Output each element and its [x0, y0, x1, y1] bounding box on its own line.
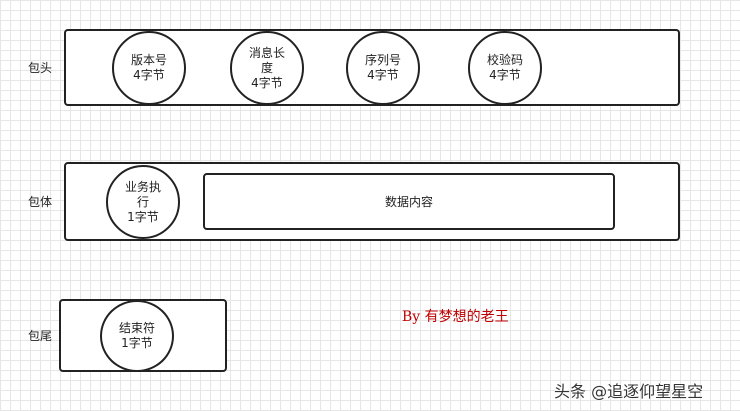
field-end-marker-name: 结束符	[118, 321, 155, 335]
field-sequence: 序列号 4字节	[346, 31, 420, 105]
field-version-name: 版本号	[130, 53, 167, 67]
field-message-length: 消息长 度 4字节	[230, 31, 304, 105]
field-business-name-2: 行	[136, 194, 149, 209]
field-business: 业务执 行 1字节	[106, 165, 180, 239]
watermark: 头条 @追逐仰望星空	[554, 382, 704, 401]
field-end-marker-size: 1字节	[121, 336, 153, 350]
field-version: 版本号 4字节	[112, 31, 186, 105]
body-label: 包体	[28, 195, 53, 209]
field-end-marker: 结束符 1字节	[100, 300, 174, 372]
field-data-content: 数据内容	[203, 173, 615, 230]
field-sequence-size: 4字节	[367, 68, 399, 82]
field-data-content-label: 数据内容	[384, 195, 433, 209]
author-credit: By 有梦想的老王	[402, 309, 509, 325]
field-checksum-size: 4字节	[489, 68, 521, 82]
field-sequence-name: 序列号	[364, 53, 401, 67]
tail-label: 包尾	[28, 329, 53, 343]
field-checksum: 校验码 4字节	[468, 31, 542, 105]
field-version-size: 4字节	[133, 68, 165, 82]
field-business-size: 1字节	[127, 209, 159, 224]
field-message-length-name-2: 度	[260, 60, 273, 75]
field-checksum-name: 校验码	[486, 53, 523, 67]
field-business-name-1: 业务执	[124, 179, 161, 194]
header-label: 包头	[28, 61, 53, 75]
field-message-length-size: 4字节	[251, 75, 283, 90]
field-message-length-name-1: 消息长	[248, 45, 285, 60]
